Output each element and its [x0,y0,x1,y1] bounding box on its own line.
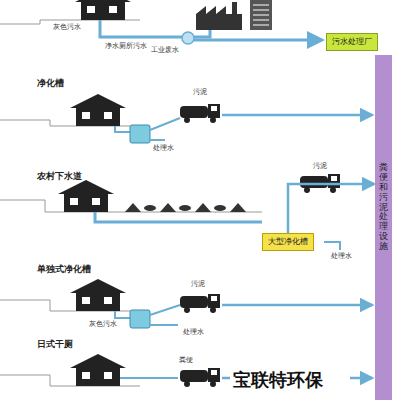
flow-label: 处理水 [152,144,175,152]
flow-label: 灰色污水 [52,23,82,31]
flow-label: 处理水 [330,252,353,260]
flow-label: 粪便 [178,356,194,364]
row-title: 净化槽 [36,78,65,88]
row-title: 日式干厕 [36,339,74,349]
flow-connector [288,184,374,233]
flow-label: 污泥 [190,280,206,288]
flow-label: 净水厕所污水 [104,42,148,50]
node-text: 污水处理厂 [332,37,372,47]
large-tank-box: 大型净化槽 [262,233,314,251]
treatment-plant-box: 污水处理厂 [326,33,378,51]
flow-label: 处理水 [182,328,205,336]
row-title: 农村下水道 [36,171,83,181]
flow-label: 灰色污水 [88,320,118,328]
watermark: 宝联特环保 [232,370,324,391]
flow-label: 污泥 [192,88,208,96]
node-text: 大型净化槽 [268,237,308,247]
node-text: 粪便和污泥处理设施 [379,163,388,252]
flow-label: 污泥 [312,162,328,170]
flow-label: 工业废水 [150,46,180,54]
sludge-facility-bar: 粪便和污泥处理设施 [375,55,392,400]
row-title: 单独式净化槽 [36,264,92,274]
